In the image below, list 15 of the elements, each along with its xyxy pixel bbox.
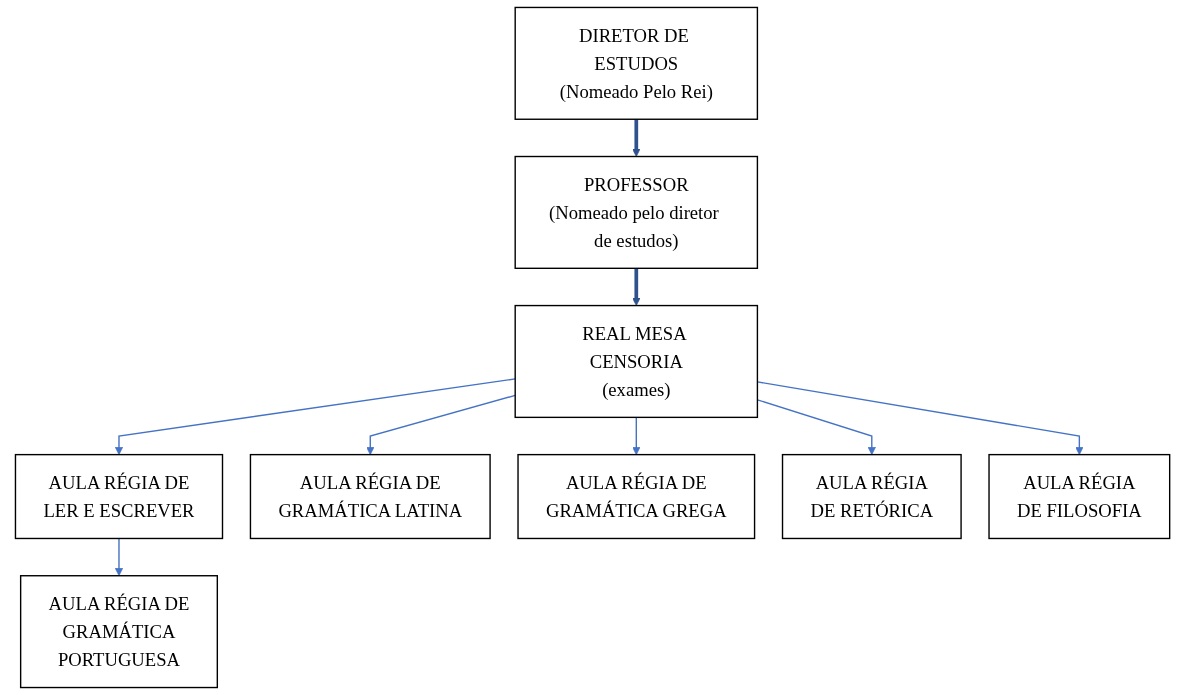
node-box: AULA RÉGIA DE GRAMÁTICA PORTUGUESA <box>19 575 218 689</box>
node-box: AULA RÉGIA DE GRAMÁTICA LATINA <box>249 453 491 540</box>
node-box: PROFESSOR (Nomeado pelo diretor de estudos) <box>514 155 759 269</box>
node-box: AULA RÉGIA DE GRAMÁTICA GREGA <box>517 453 756 540</box>
node-box: DIRETOR DE ESTUDOS (Nomeado Pelo Rei) <box>514 6 759 120</box>
arrow <box>366 394 516 455</box>
arrow <box>114 537 123 577</box>
arrow <box>632 119 641 157</box>
arrow <box>632 268 641 306</box>
node-box: AULA RÉGIA DE FILOSOFIA <box>988 453 1171 540</box>
node-box: AULA RÉGIA DE LER E ESCREVER <box>14 453 224 540</box>
node-box: REAL MESA CENSORIA (exames) <box>514 304 759 419</box>
arrow <box>114 378 516 455</box>
arrow <box>632 416 641 455</box>
node-box: AULA RÉGIA DE RETÓRICA <box>781 453 962 540</box>
